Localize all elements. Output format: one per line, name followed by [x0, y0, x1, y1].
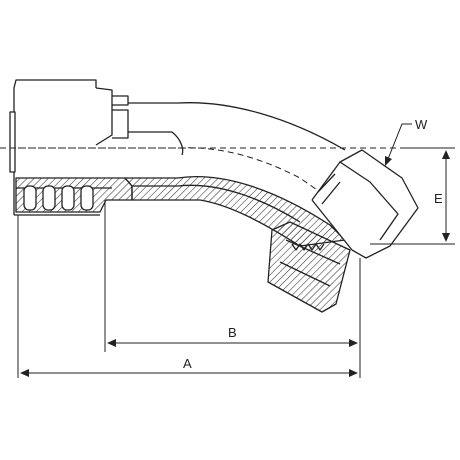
label-e: E [434, 191, 443, 206]
dimension-lines [0, 123, 455, 378]
ferrule-socket [9, 79, 133, 216]
label-b: B [228, 325, 237, 340]
insert-body-upper [95, 87, 346, 156]
center-line [18, 147, 321, 193]
label-a: A [183, 356, 192, 371]
arrowheads [20, 150, 450, 377]
label-w: W [415, 117, 428, 132]
swivel-nut [267, 221, 351, 313]
hex-head [311, 149, 419, 259]
